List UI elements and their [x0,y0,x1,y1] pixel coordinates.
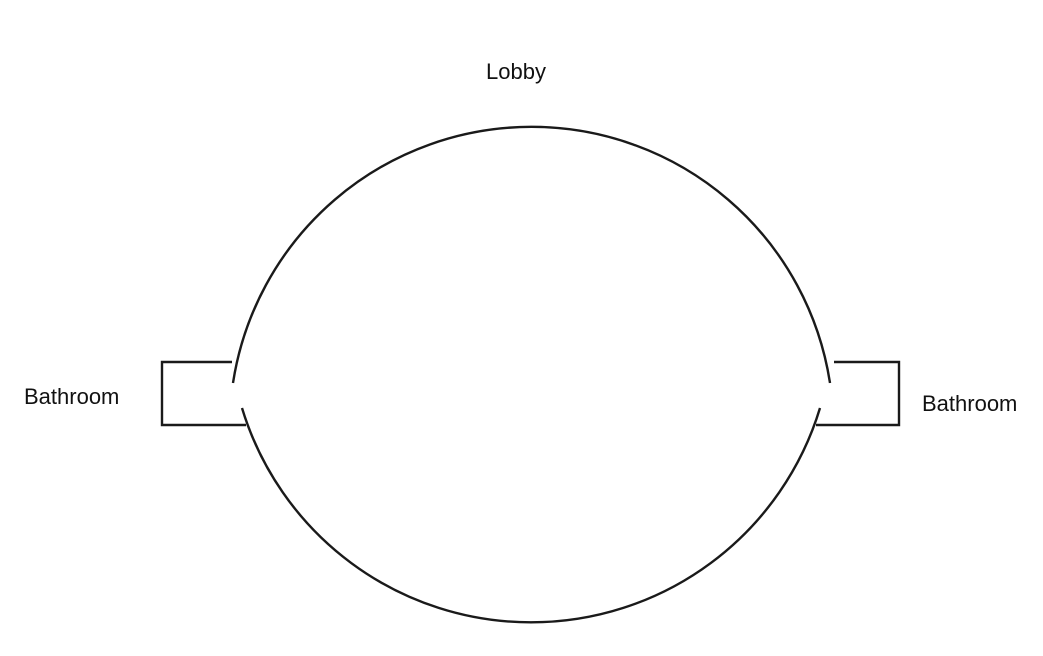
lobby-wall-lower [240,407,822,624]
left-bathroom-label: Bathroom [24,384,119,409]
lobby-label: Lobby [486,59,546,84]
left-bathroom-wall [160,360,246,427]
right-bathroom-label: Bathroom [922,391,1017,416]
right-bathroom-wall [816,360,901,427]
lobby-wall [231,125,832,384]
